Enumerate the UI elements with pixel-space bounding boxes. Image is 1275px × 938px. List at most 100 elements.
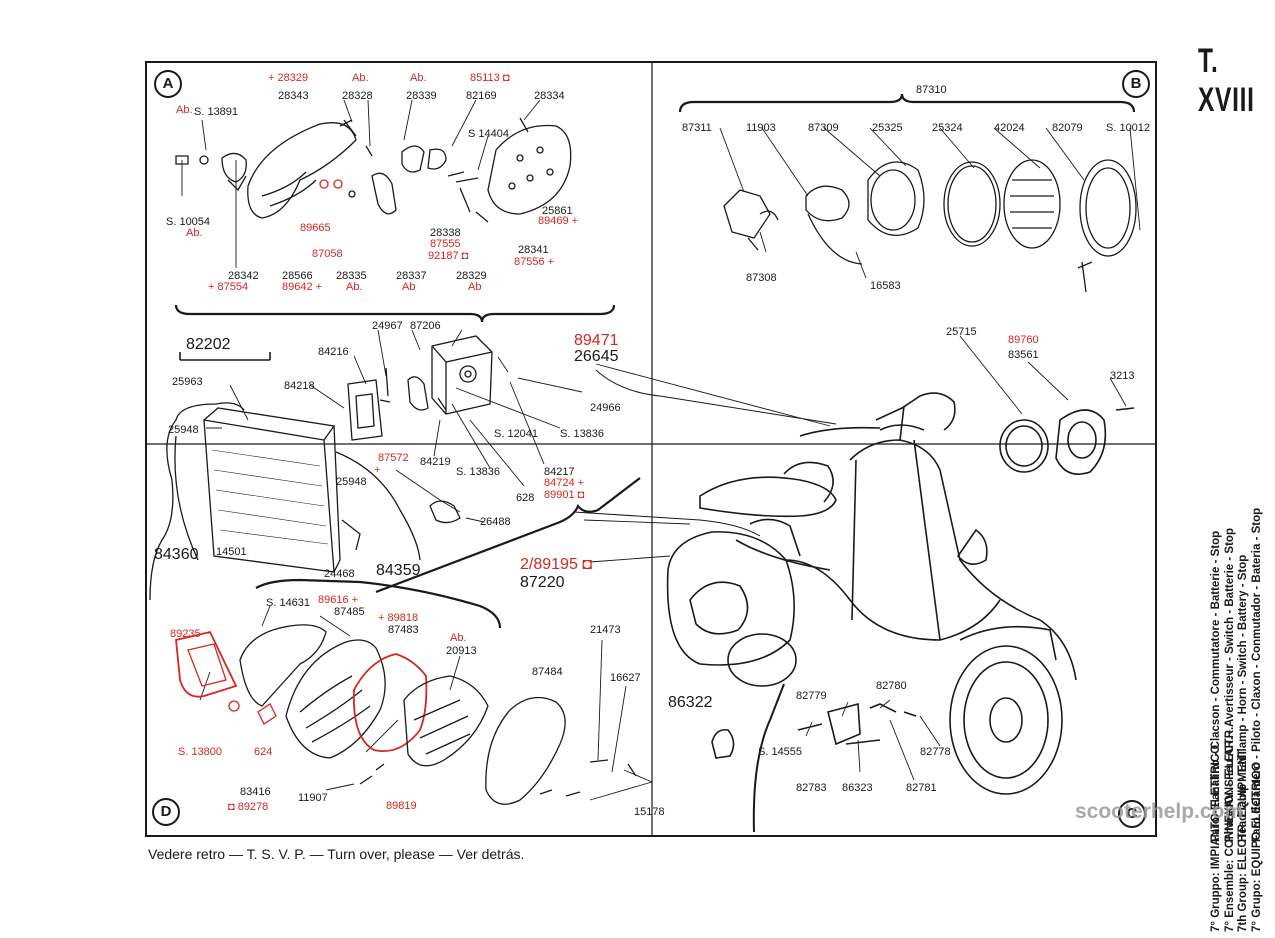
part-number-label: Ab. [176, 104, 193, 116]
part-number-label: 628 [516, 492, 535, 504]
brace-82202 [179, 352, 271, 361]
part-number-label: 87058 [312, 248, 343, 260]
part-number-label: ◘ 89278 [228, 801, 269, 813]
part-number-label: S. 14555 [758, 746, 803, 758]
part-number-label: 28328 [342, 90, 373, 102]
part-number-label: 82202 [186, 336, 231, 353]
part-number-label: 3213 [1110, 370, 1135, 382]
part-number-label: 14501 [216, 546, 247, 558]
section-marker-b: B [1122, 70, 1150, 98]
part-number-label: 87485 [334, 606, 365, 618]
part-number-label: Ab. [450, 632, 467, 644]
horn-cover [285, 639, 386, 759]
part-number-label: 25861 [542, 205, 573, 217]
front-wheel [949, 645, 1063, 795]
part-number-label: 15178 [634, 806, 665, 818]
part-number-label: 89760 [1008, 334, 1039, 346]
mudguard-plate [485, 696, 566, 805]
part-number-label: 87308 [746, 272, 777, 284]
part-number-label: 24967 [372, 320, 403, 332]
part-number-label: 11903 [746, 122, 776, 134]
part-number-label: 82780 [876, 680, 907, 692]
gasket-red [352, 653, 428, 752]
footer-note: Vedere retro — T. S. V. P. — Turn over, … [148, 846, 525, 862]
part-number-label: 87220 [520, 574, 565, 591]
scooter-silhouette [666, 392, 1135, 795]
part-number-label: Ab [402, 281, 416, 293]
part-number-label: 87310 [916, 84, 947, 96]
lens-red [175, 630, 238, 698]
brace-b [678, 93, 1136, 113]
brace-mid [375, 477, 641, 594]
part-number-label: 83416 [240, 786, 271, 798]
part-number-label: S. 12041 [494, 428, 539, 440]
part-number-label: 28342 [228, 270, 259, 282]
part-number-label: S. 13836 [456, 466, 501, 478]
part-number-label: 89469 + [538, 215, 579, 227]
part-number-label: 86323 [842, 782, 873, 794]
part-number-label: 87483 [388, 624, 419, 636]
part-number-label: 16627 [610, 672, 641, 684]
headlamp-bulb [805, 185, 850, 222]
part-number-label: 21473 [590, 624, 621, 636]
part-number-label: 92187 ◘ [428, 250, 469, 262]
part-number-label: 86322 [668, 694, 713, 711]
part-number-label: 89642 + [282, 281, 323, 293]
part-number-label: 87311 [682, 122, 712, 134]
part-number-label: 28566 [282, 270, 313, 282]
watermark-text: scooterhelp.com [1075, 800, 1244, 823]
part-number-label: 85113 ◘ [470, 72, 510, 84]
headlamp-switch [723, 189, 771, 239]
part-number-label: 82169 [466, 90, 497, 102]
section-marker-c: C [1118, 800, 1146, 828]
part-number-label: 28339 [406, 90, 437, 102]
side-group-titles: 7° Gruppo: IMPIANTO ELETTRICO 7° Ensembl… [1210, 727, 1264, 932]
part-number-label: Ab. [410, 72, 427, 84]
part-number-label: 89235 [170, 628, 201, 640]
part-number-label: 24468 [324, 568, 355, 580]
part-number-label: S. 13891 [194, 106, 239, 118]
part-number-label: S. 13836 [560, 428, 605, 440]
section-marker-a: A [154, 70, 182, 98]
bracket-a [371, 172, 397, 215]
part-number-label: S. 13800 [178, 746, 223, 758]
headlamp-ring [943, 161, 1001, 247]
group-title: 7th Group: ELECTR. EQUIPMENT [1237, 749, 1250, 932]
part-number-label: 89901 ◘ [544, 489, 585, 501]
part-number-label: 87556 + [514, 256, 555, 268]
part-number-label: S. 14631 [266, 597, 311, 609]
part-number-label: S. 10054 [166, 216, 211, 228]
tail-lamp-housing [247, 122, 357, 219]
sheet-title: T. XVIII [1198, 42, 1255, 119]
part-number-label: 83561 [1008, 349, 1039, 361]
section-marker-d: D [152, 798, 180, 826]
part-number-label: + 87554 [208, 281, 249, 293]
part-number-label: 28334 [534, 90, 565, 102]
part-number-label: 84217 [544, 466, 575, 478]
part-number-label: 624 [254, 746, 273, 758]
part-number-label: 84360 [154, 546, 199, 563]
headlamp-rim [1079, 159, 1137, 257]
headlamp-reflector [867, 161, 925, 236]
group-title: 7° Grupo: EQUIPO ELECTRICO [1250, 761, 1263, 932]
part-number-label: Ab. [352, 72, 369, 84]
bulb-holder [221, 152, 247, 183]
part-number-label: 84216 [318, 346, 349, 358]
part-number-label: 84219 [420, 456, 451, 468]
part-number-label: 82079 [1052, 122, 1083, 134]
diagram-border [145, 61, 1157, 837]
tail-lamp-body [487, 124, 572, 215]
part-number-label: 84359 [376, 562, 421, 579]
part-number-label: 28329 [456, 270, 487, 282]
part-number-label: 84218 [284, 380, 315, 392]
part-number-label: 16583 [870, 280, 901, 292]
part-number-label: 82779 [796, 690, 827, 702]
brace-a [174, 304, 616, 323]
part-number-label: 25948 [168, 424, 199, 436]
part-number-label: 82783 [796, 782, 827, 794]
part-number-label: + [374, 464, 381, 476]
part-number-label: 89665 [300, 222, 331, 234]
part-number-label: 25325 [872, 122, 903, 134]
part-number-label: 89819 [386, 800, 417, 812]
